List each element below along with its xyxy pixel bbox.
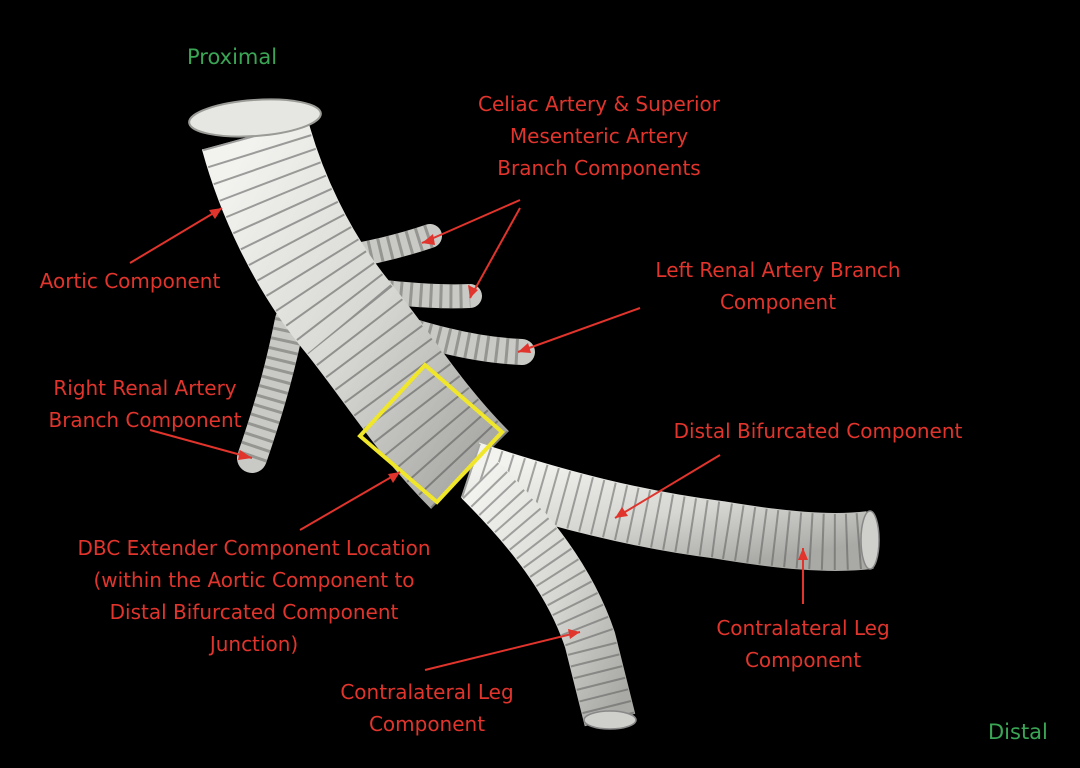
- leader-contralateral-bottom: [424, 631, 581, 671]
- label-contralateral-bottom: Contralateral Leg Component: [340, 676, 513, 740]
- leader-aortic: [129, 207, 223, 264]
- arrowhead: [422, 234, 435, 245]
- label-line: Component: [368, 712, 486, 736]
- label-line: Celiac Artery & Superior: [477, 92, 721, 116]
- arrowhead: [798, 548, 808, 560]
- leader-left-renal: [517, 307, 641, 353]
- contralateral-leg-limb: [461, 461, 637, 730]
- label-line: Component: [719, 290, 837, 314]
- leader-dbc-extender: [299, 471, 401, 531]
- label-celiac-sma: Celiac Artery & Superior Mesenteric Arte…: [478, 88, 720, 184]
- label-line: Contralateral Leg: [716, 616, 890, 640]
- label-line: Mesenteric Artery: [509, 124, 689, 148]
- arrowhead: [468, 285, 478, 298]
- arrowhead: [388, 472, 400, 483]
- label-line: Junction): [209, 632, 299, 656]
- arrowhead: [238, 450, 252, 460]
- label-line: Distal Bifurcated Component: [109, 600, 399, 624]
- arrowhead: [568, 629, 580, 639]
- dbc-extender-highlight-box: [357, 362, 505, 505]
- distal-label: Distal: [988, 720, 1048, 744]
- label-left-renal: Left Renal Artery Branch Component: [655, 254, 900, 318]
- label-line: DBC Extender Component Location: [77, 536, 431, 560]
- label-line: Branch Component: [48, 408, 242, 432]
- arrowhead: [615, 507, 628, 518]
- label-line: Branch Components: [497, 156, 701, 180]
- label-line: Distal Bifurcated Component: [673, 419, 963, 443]
- leader-celiac-1: [421, 199, 521, 244]
- label-line: Right Renal Artery: [53, 376, 237, 400]
- distal-bifurcated-limb: [460, 442, 880, 571]
- label-dbc-extender: DBC Extender Component Location (within …: [77, 532, 430, 660]
- leader-right-renal: [149, 429, 253, 459]
- label-line: Component: [744, 648, 862, 672]
- label-right-renal: Right Renal Artery Branch Component: [48, 372, 241, 436]
- label-contralateral-right: Contralateral Leg Component: [716, 612, 889, 676]
- arrowhead: [518, 343, 531, 353]
- label-aortic: Aortic Component: [40, 265, 221, 297]
- label-line: Aortic Component: [39, 269, 221, 293]
- label-line: (within the Aortic Component to: [93, 568, 415, 592]
- label-distal-bifurcated: Distal Bifurcated Component: [674, 415, 963, 447]
- leader-distal-bifurcated: [614, 454, 721, 519]
- aortic-body: [188, 98, 510, 509]
- right-renal-branch: [237, 305, 305, 473]
- arrowhead: [209, 208, 222, 219]
- leader-celiac-2: [469, 207, 521, 299]
- proximal-label: Proximal: [187, 45, 278, 69]
- label-line: Left Renal Artery Branch: [655, 258, 901, 282]
- label-line: Contralateral Leg: [340, 680, 514, 704]
